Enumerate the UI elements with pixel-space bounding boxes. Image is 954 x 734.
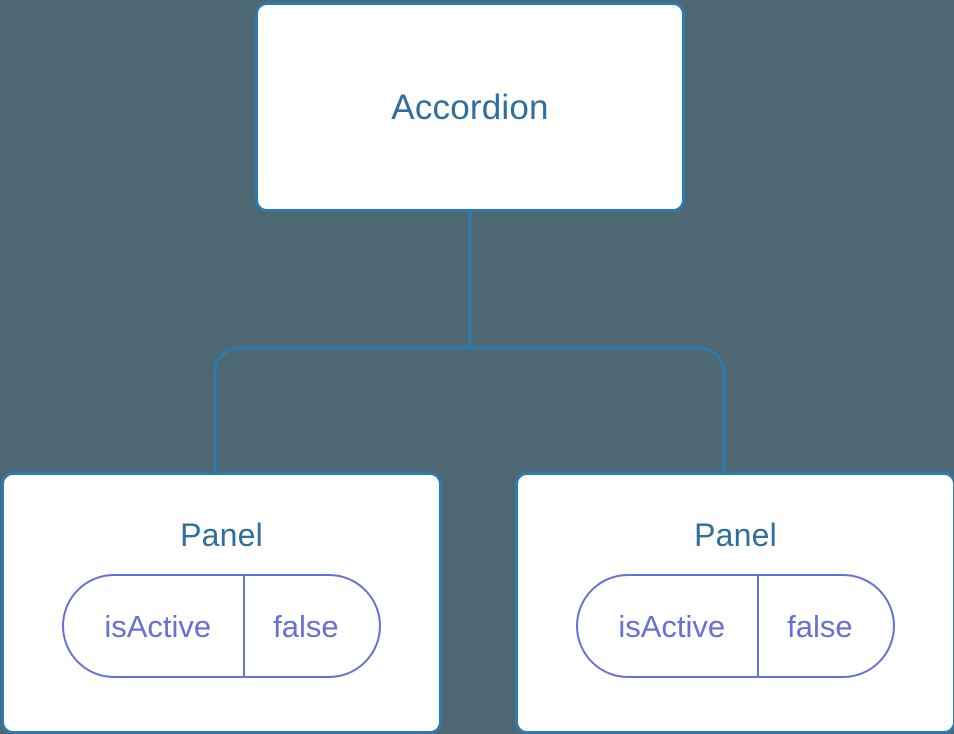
- node-accordion-title: Accordion: [391, 87, 549, 127]
- prop-pill-isactive-right[interactable]: isActive false: [576, 574, 895, 678]
- prop-value-isactive-right: false: [787, 608, 853, 644]
- prop-value-isactive-left: false: [273, 608, 339, 644]
- edge-accordion-to-panel-left: [213, 210, 472, 476]
- prop-key-isactive-left: isActive: [64, 576, 246, 676]
- prop-key-isactive-right: isActive: [578, 576, 760, 676]
- node-panel-right[interactable]: Panel isActive false: [515, 472, 954, 734]
- edge-accordion-to-panel-right: [470, 346, 726, 476]
- node-panel-right-title: Panel: [694, 517, 777, 553]
- node-panel-left[interactable]: Panel isActive false: [1, 472, 442, 734]
- node-accordion[interactable]: Accordion: [255, 2, 685, 212]
- prop-pill-isactive-left[interactable]: isActive false: [62, 574, 381, 678]
- node-panel-left-title: Panel: [180, 517, 263, 553]
